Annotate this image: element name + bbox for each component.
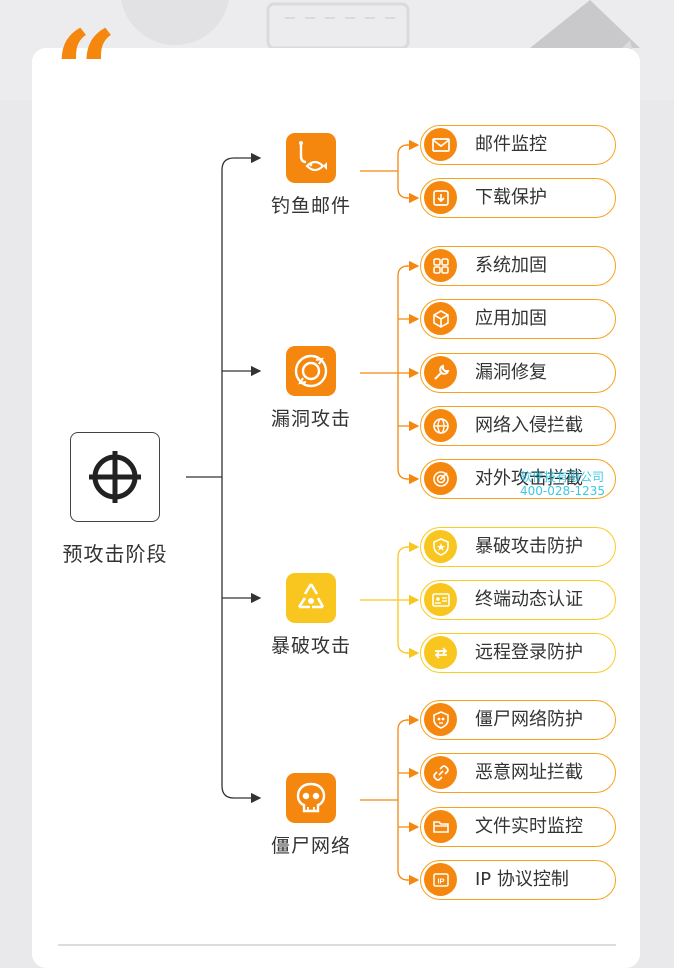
ip-icon: IP <box>424 863 457 896</box>
item-label: 网络入侵拦截 <box>475 415 583 436</box>
remote-arrows-icon <box>424 636 457 669</box>
item-outbound-block: 对外攻击拦截 <box>420 459 616 499</box>
link-icon <box>424 756 457 789</box>
item-mail-monitor: 邮件监控 <box>420 125 616 165</box>
wrench-icon <box>424 356 457 389</box>
item-download-protect: 下载保护 <box>420 178 616 218</box>
item-malicious-url-block: 恶意网址拦截 <box>420 753 616 793</box>
folder-icon <box>424 810 457 843</box>
item-label: 恶意网址拦截 <box>475 762 583 783</box>
skull-icon <box>296 782 326 813</box>
category-bruteforce-node <box>286 573 336 623</box>
item-label: 文件实时监控 <box>475 816 583 837</box>
fishing-hook-icon <box>299 141 327 172</box>
item-label: 僵尸网络防护 <box>475 709 583 730</box>
root-label: 预攻击阶段 <box>62 542 168 566</box>
item-remote-login-protect: 远程登录防护 <box>420 633 616 673</box>
item-label: 邮件监控 <box>475 134 547 155</box>
watermark: 软件技有限公司 400-028-1235 <box>520 470 605 498</box>
grid-icon <box>424 249 457 282</box>
item-app-hardening: 应用加固 <box>420 299 616 339</box>
category-exploit-node <box>286 346 336 396</box>
mail-icon <box>424 128 457 161</box>
category-botnet-label: 僵尸网络 <box>270 835 351 857</box>
watermark-company: 软件技有限公司 <box>520 470 605 484</box>
item-label: 远程登录防护 <box>475 642 583 663</box>
item-label: 漏洞修复 <box>475 362 547 383</box>
shield-star-icon <box>424 530 457 563</box>
item-dynamic-auth: 终端动态认证 <box>420 580 616 620</box>
category-exploit-label: 漏洞攻击 <box>270 408 351 430</box>
item-label: IP 协议控制 <box>475 869 569 890</box>
item-label: 下载保护 <box>475 187 547 208</box>
svg-text:IP: IP <box>437 876 444 885</box>
id-card-icon <box>424 583 457 616</box>
target-cycle-icon <box>294 354 328 388</box>
item-file-monitor: 文件实时监控 <box>420 807 616 847</box>
item-label: 系统加固 <box>475 255 547 276</box>
globe-icon <box>424 409 457 442</box>
crosshair-icon <box>89 451 141 503</box>
bottom-divider <box>58 944 616 946</box>
item-bruteforce-protect: 暴破攻击防护 <box>420 527 616 567</box>
root-node-box <box>70 432 160 522</box>
recycle-icon <box>297 583 325 609</box>
item-label: 应用加固 <box>475 308 547 329</box>
shield-skull-icon <box>424 703 457 736</box>
category-bruteforce-label: 暴破攻击 <box>270 635 351 657</box>
item-intrusion-block: 网络入侵拦截 <box>420 406 616 446</box>
item-ip-protocol-control: IP IP 协议控制 <box>420 860 616 900</box>
item-botnet-protect: 僵尸网络防护 <box>420 700 616 740</box>
category-phishing-label: 钓鱼邮件 <box>270 195 351 217</box>
item-system-hardening: 系统加固 <box>420 246 616 286</box>
cube-icon <box>424 302 457 335</box>
watermark-phone: 400-028-1235 <box>520 484 606 498</box>
item-label: 对外攻击拦截 <box>475 468 583 489</box>
target-icon <box>424 462 457 495</box>
download-icon <box>424 181 457 214</box>
category-botnet-node <box>286 773 336 823</box>
item-vuln-repair: 漏洞修复 <box>420 353 616 393</box>
item-label: 终端动态认证 <box>475 589 583 610</box>
quote-mark: “ <box>54 6 118 135</box>
category-phishing-node <box>286 133 336 183</box>
item-label: 暴破攻击防护 <box>475 536 583 557</box>
